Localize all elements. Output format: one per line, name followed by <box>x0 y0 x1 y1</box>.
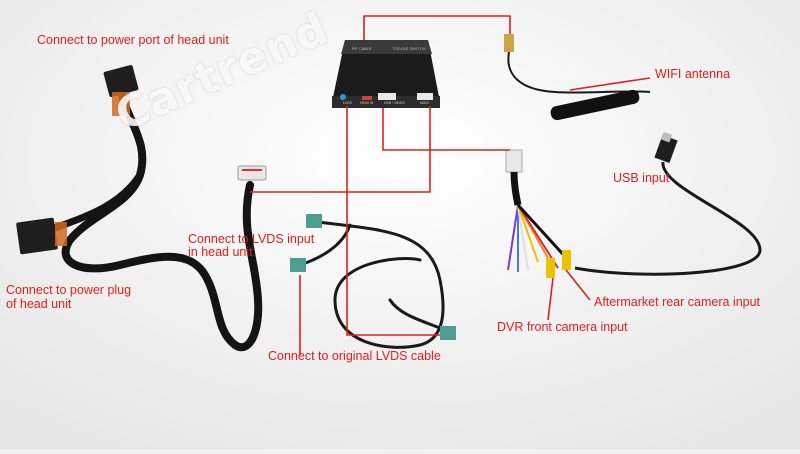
wifi-antenna <box>504 34 651 121</box>
box-label-lvds: LVDS <box>343 101 353 105</box>
label-power-plug-line1: Connect to power plug <box>6 283 132 297</box>
label-front-camera: DVR front camera input <box>497 320 628 334</box>
interface-box: RF CABLE TOGGLE SWITCH LVDS HDMI IN USB … <box>332 40 440 108</box>
label-lvds-input-line2: in head unit <box>188 245 253 259</box>
rca-front <box>546 258 555 278</box>
lvds-input-connector <box>237 165 267 181</box>
lvds-connector-top <box>306 214 322 228</box>
callout-lines <box>250 15 651 355</box>
rca-rear <box>562 250 571 270</box>
hdmi-port <box>362 96 372 100</box>
label-wifi-antenna: WIFI antenna <box>655 67 731 81</box>
power-plug-connector <box>16 217 67 255</box>
lvds-port <box>340 94 346 100</box>
box-label-usb-video: USB / VIDEO <box>384 101 405 105</box>
breakout-harness <box>505 149 572 278</box>
lvds-cable <box>298 220 447 349</box>
label-power-plug-line2: of head unit <box>6 297 72 311</box>
power-port-connector <box>103 65 139 116</box>
label-power-port: Connect to power port of head unit <box>37 33 229 47</box>
label-original-lvds: Connect to original LVDS cable <box>268 349 441 363</box>
main-port <box>417 93 433 100</box>
box-label-rf: RF CABLE <box>352 46 372 51</box>
box-label-hdmi: HDMI IN <box>360 101 374 105</box>
label-lvds-input-line1: Connect to LVDS input <box>188 232 315 246</box>
label-rear-camera: Aftermarket rear camera input <box>594 295 761 309</box>
box-label-toggle: TOGGLE SWITCH <box>392 46 426 51</box>
lvds-connector-bottom <box>440 326 456 340</box>
lvds-connector-left <box>290 258 306 272</box>
usb-cable <box>574 131 762 276</box>
usb-video-port <box>378 93 396 100</box>
box-label-main: MAIN <box>420 101 429 105</box>
label-usb-input: USB input <box>613 171 670 185</box>
